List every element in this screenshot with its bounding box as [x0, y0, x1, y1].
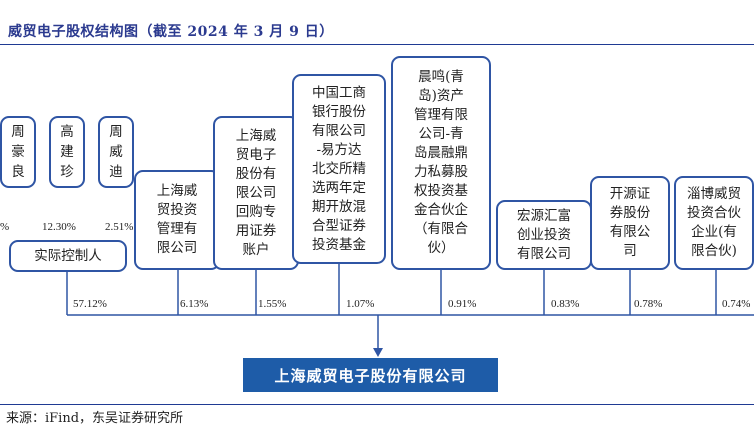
shareholder-line: （有限合	[414, 221, 468, 237]
shareholder-line: 宏源汇富	[517, 207, 571, 224]
shareholder-line: 期开放混	[312, 198, 366, 215]
shareholder-box-hongyuan: 宏源汇富 创业投资 有限公司	[496, 200, 592, 270]
shareholder-line: 岛)资产	[418, 88, 464, 104]
shareholder-line: 银行股份	[312, 103, 366, 120]
shareholder-line: 投资合伙	[687, 205, 741, 221]
shareholder-line: 金合伙企	[414, 202, 468, 218]
shareholder-line: 淄博威贸	[687, 186, 741, 202]
shareholder-box-buyback: 上海威 贸电子 股份有 限公司 回购专 用证券 账户	[213, 116, 299, 270]
shareholder-line: -易方达	[316, 141, 362, 158]
person-pct-2: 12.30%	[42, 221, 76, 233]
shareholder-box-kaiyuan: 开源证 券股份 有限公 司	[590, 176, 670, 270]
shareholder-line: 有限公司	[517, 245, 571, 262]
shareholder-line: 投资基金	[312, 236, 366, 253]
pct-controller: 57.12%	[73, 298, 107, 310]
shareholder-box-zibo: 淄博威贸 投资合伙 企业(有 限合伙)	[674, 176, 754, 270]
shareholder-line: 上海威	[156, 183, 198, 199]
person-box-2: 高建珍	[49, 116, 85, 188]
shareholder-line: 管理有	[156, 221, 198, 237]
shareholder-line: 公司-青	[418, 126, 464, 142]
shareholder-line: 股份有	[235, 165, 277, 182]
pct-sh-buyback: 1.55%	[258, 298, 287, 310]
shareholder-line: 券股份	[609, 205, 651, 221]
controller-label: 实际控制人	[34, 247, 102, 264]
shareholder-line: 选两年定	[312, 179, 366, 196]
shareholder-line: 北交所精	[312, 160, 366, 177]
shareholder-line: 权投资基	[414, 183, 468, 199]
source-note: 来源：iFind，东吴证券研究所	[6, 411, 184, 426]
person-name-2: 高建珍	[60, 124, 74, 180]
chart-title: 威贸电子股权结构图（截至 2024 年 3 月 9 日）	[8, 24, 334, 40]
pct-zibo: 0.74%	[722, 298, 751, 310]
shareholder-line: 贸投资	[156, 202, 198, 218]
arrow-head-icon	[373, 348, 383, 357]
shareholder-line: 企业(有	[691, 224, 737, 240]
person-name-1: 周豪良	[11, 124, 25, 180]
person-pct-3: 2.51%	[105, 221, 134, 233]
pct-kaiyuan: 0.78%	[634, 298, 663, 310]
shareholder-box-touzi: 上海威 贸投资 管理有 限公司	[134, 170, 220, 270]
pct-icbc-fund: 1.07%	[346, 298, 375, 310]
shareholder-line: 合型证券	[312, 217, 366, 234]
bottom-rule	[0, 404, 754, 405]
shareholder-box-chenming: 晨鸣(青 岛)资产 管理有限 公司-青 岛晨融鼎 力私募股 权投资基 金合伙企 …	[391, 56, 491, 270]
shareholder-line: 贸电子	[235, 146, 277, 163]
shareholder-line: 回购专	[235, 203, 277, 220]
shareholder-line: 有限公司	[312, 122, 366, 139]
person-box-3: 周威迪	[98, 116, 134, 188]
shareholder-line: 账户	[242, 241, 270, 258]
shareholder-line: 晨鸣(青	[418, 69, 464, 85]
person-box-1: 周豪良	[0, 116, 36, 188]
shareholder-box-icbc-fund: 中国工商 银行股份 有限公司 -易方达 北交所精 选两年定 期开放混 合型证券 …	[292, 74, 386, 264]
shareholder-line: 创业投资	[517, 226, 571, 243]
shareholder-line: 管理有限	[414, 107, 468, 123]
pct-chenming: 0.91%	[448, 298, 477, 310]
shareholder-line: 有限公	[609, 224, 651, 240]
shareholder-line: 力私募股	[414, 164, 468, 180]
shareholder-line: 开源证	[609, 186, 651, 202]
shareholder-line: 用证券	[235, 222, 277, 239]
person-pct-1: %	[0, 221, 10, 233]
top-rule	[0, 44, 754, 45]
shareholder-line: 上海威	[235, 127, 277, 144]
shareholder-line: 限公司	[156, 240, 198, 256]
shareholder-line: 岛晨融鼎	[414, 145, 468, 161]
shareholder-line: 限公司	[235, 184, 277, 201]
shareholder-line: 司	[623, 243, 637, 259]
controller-box: 实际控制人	[9, 240, 127, 272]
pct-sh-touzi: 6.13%	[180, 298, 209, 310]
company-box: 上海威贸电子股份有限公司	[243, 358, 498, 392]
pct-hongyuan: 0.83%	[551, 298, 580, 310]
shareholder-line: 中国工商	[312, 84, 366, 101]
shareholder-line: 限合伙)	[691, 243, 737, 259]
person-name-3: 周威迪	[109, 124, 123, 180]
shareholder-line: 伙）	[427, 240, 455, 256]
